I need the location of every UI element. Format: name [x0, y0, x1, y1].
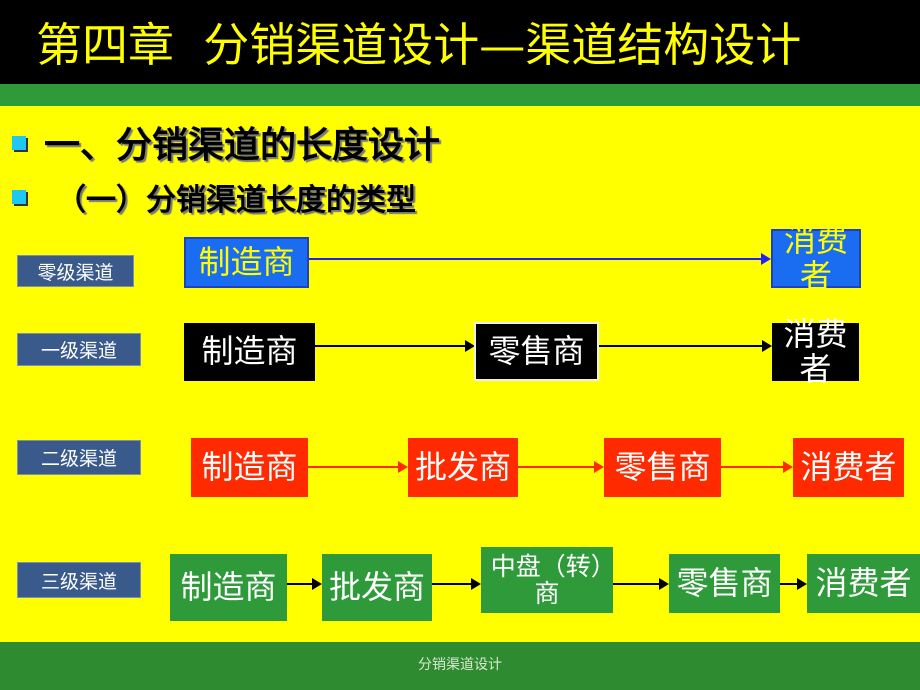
arrow — [432, 578, 481, 590]
arrow — [315, 340, 475, 352]
arrow — [287, 578, 322, 590]
arrow — [518, 461, 604, 473]
channel-label-one: 一级渠道 — [17, 333, 141, 366]
arrow — [721, 461, 793, 473]
node-manufacturer: 制造商 — [170, 554, 287, 621]
node-consumer: 消费者 — [771, 223, 861, 293]
node-consumer: 消费者 — [793, 438, 904, 497]
node-manufacturer: 制造商 — [184, 323, 315, 381]
node-retailer: 零售商 — [669, 554, 780, 613]
channel-label-three: 三级渠道 — [17, 562, 141, 598]
node-retailer: 零售商 — [604, 438, 721, 497]
node-wholesaler: 批发商 — [408, 438, 518, 497]
arrow — [780, 578, 807, 590]
node-manufacturer: 制造商 — [184, 237, 309, 288]
arrow — [309, 253, 771, 265]
node-wholesaler: 批发商 — [322, 554, 432, 621]
bullet-icon — [12, 190, 26, 204]
slide-title: 第四章 分销渠道设计—渠道结构设计 — [0, 0, 920, 84]
heading-2: （一）分销渠道长度的类型 — [56, 183, 416, 218]
channel-label-zero: 零级渠道 — [17, 255, 134, 287]
green-divider — [0, 84, 920, 106]
node-consumer: 消费者 — [807, 554, 920, 613]
bullet-icon — [12, 136, 26, 150]
node-jobber: 中盘（转）商 — [481, 547, 613, 613]
arrow — [613, 578, 669, 590]
node-consumer: 消费者 — [772, 316, 859, 387]
channel-label-two: 二级渠道 — [17, 440, 141, 475]
node-manufacturer: 制造商 — [191, 438, 308, 497]
arrow — [599, 340, 772, 352]
footer: 分销渠道设计 — [0, 642, 920, 690]
heading-1: 一、分销渠道的长度设计 — [44, 125, 441, 166]
arrow — [308, 461, 408, 473]
node-retailer: 零售商 — [474, 322, 599, 381]
